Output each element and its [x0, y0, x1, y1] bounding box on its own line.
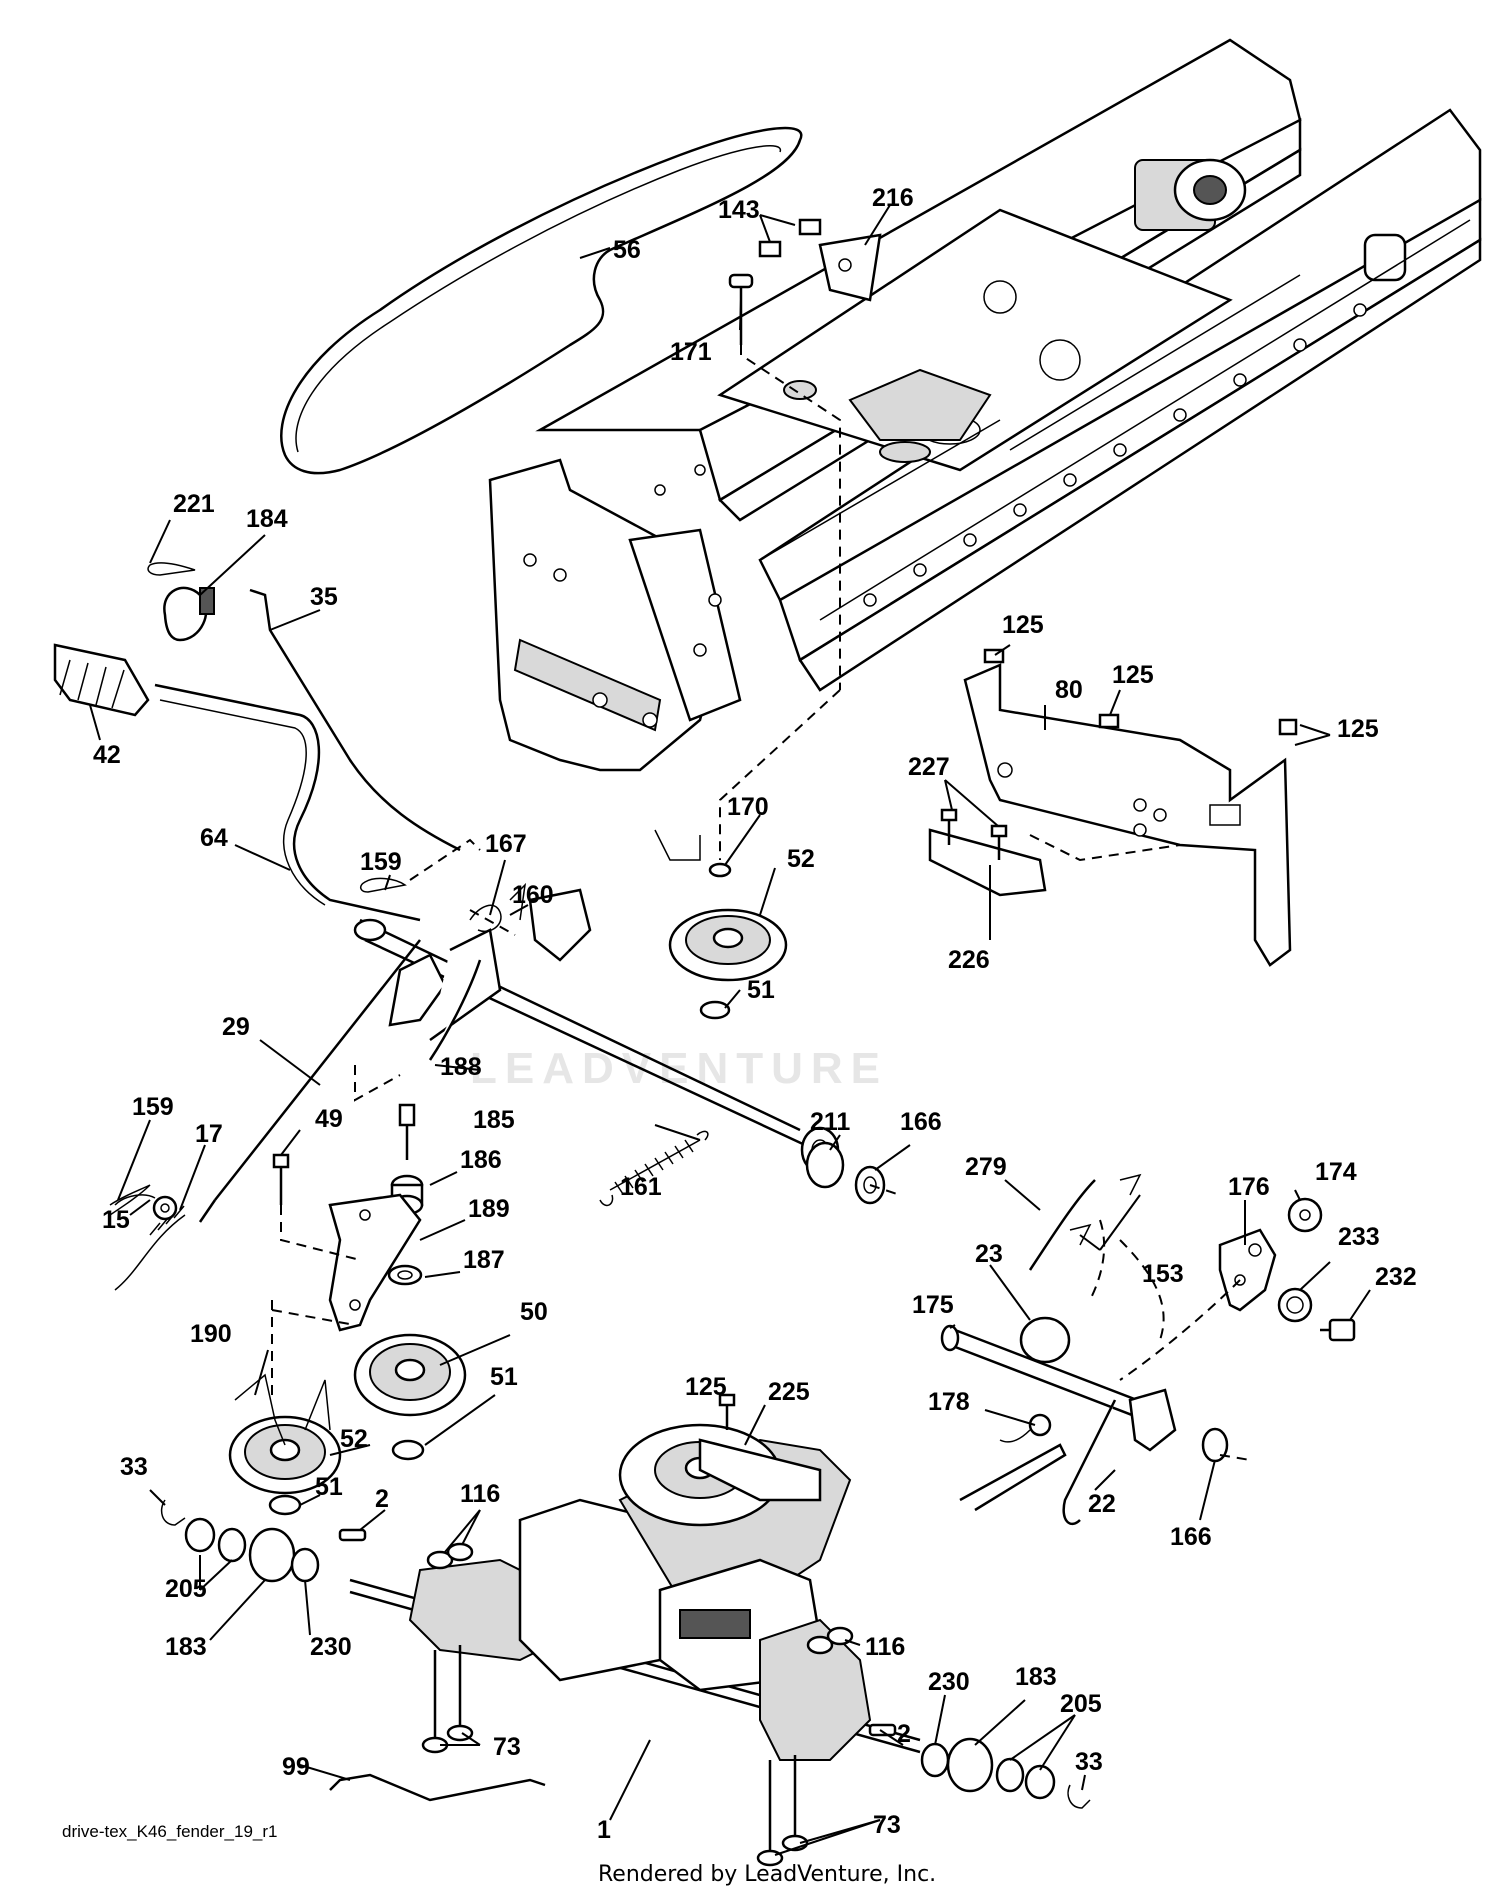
callout-17: 17: [195, 1120, 223, 1148]
callout-80: 80: [1055, 676, 1083, 704]
frame-assembly: [535, 38, 1482, 692]
callout-125-top: 125: [1002, 611, 1044, 639]
callout-99: 99: [282, 1753, 310, 1781]
callout-51-lower: 51: [315, 1473, 343, 1501]
callout-15: 15: [102, 1206, 130, 1234]
callout-125-right: 125: [1337, 715, 1379, 743]
transaxle-assembly: [329, 1393, 921, 1867]
callout-73-left: 73: [493, 1733, 521, 1761]
callout-184: 184: [246, 505, 288, 533]
callout-160: 160: [512, 881, 554, 909]
callout-279: 279: [965, 1153, 1007, 1181]
callout-216: 216: [872, 184, 914, 212]
callout-188: 188: [440, 1053, 482, 1081]
callout-159-top: 159: [360, 848, 402, 876]
callout-33-left: 33: [120, 1453, 148, 1481]
callout-205-right: 205: [1060, 1690, 1102, 1718]
callout-186: 186: [460, 1146, 502, 1174]
callout-230-right: 230: [928, 1668, 970, 1696]
callout-167: 167: [485, 830, 527, 858]
callout-221: 221: [173, 490, 215, 518]
callout-125-center: 125: [685, 1373, 727, 1401]
callout-labels: 56 143 216 171 221 184 35 42 64 159 167 …: [93, 184, 1417, 1844]
axle-hardware-left: [160, 1499, 367, 1583]
callout-50: 50: [520, 1298, 548, 1326]
leader-lines: [89, 204, 1371, 1856]
callout-73-right: 73: [873, 1811, 901, 1839]
callout-166-bottom: 166: [1170, 1523, 1212, 1551]
callout-185: 185: [473, 1106, 515, 1134]
callout-161: 161: [620, 1173, 662, 1201]
idler-assembly: [228, 1103, 467, 1516]
callout-211: 211: [810, 1108, 850, 1136]
callout-178: 178: [928, 1388, 970, 1416]
callout-175: 175: [912, 1291, 954, 1319]
callout-35: 35: [310, 583, 338, 611]
callout-233: 233: [1338, 1223, 1380, 1251]
callout-125-mid: 125: [1112, 661, 1154, 689]
callout-183-left: 183: [165, 1633, 207, 1661]
callout-159-left: 159: [132, 1093, 174, 1121]
diagram-id-caption: drive-tex_K46_fender_19_r1: [62, 1822, 278, 1841]
callout-33-right: 33: [1075, 1748, 1103, 1776]
callout-42: 42: [93, 741, 121, 769]
callout-226: 226: [948, 946, 990, 974]
callout-64: 64: [200, 824, 228, 852]
callout-227: 227: [908, 753, 950, 781]
callout-22: 22: [1088, 1490, 1116, 1518]
render-credit: Rendered by LeadVenture, Inc.: [598, 1862, 937, 1887]
callout-166-top: 166: [900, 1108, 942, 1136]
callout-29: 29: [222, 1013, 250, 1041]
callout-49: 49: [315, 1105, 343, 1133]
callout-51-mid: 51: [490, 1363, 518, 1391]
callout-143: 143: [718, 196, 760, 224]
callout-2-right: 2: [897, 1720, 911, 1748]
rear-bracket-80: [928, 648, 1298, 967]
callout-1: 1: [597, 1816, 611, 1844]
callout-52-center: 52: [787, 845, 815, 873]
callout-230-left: 230: [310, 1633, 352, 1661]
callout-153: 153: [1142, 1260, 1184, 1288]
right-linkage: [940, 1173, 1356, 1526]
callout-23: 23: [975, 1240, 1003, 1268]
callout-116-right: 116: [865, 1633, 905, 1661]
center-pulley: [654, 829, 788, 1020]
front-bracket-plate: [488, 458, 742, 772]
callout-2-left: 2: [375, 1485, 389, 1513]
callout-232: 232: [1375, 1263, 1417, 1291]
callout-56: 56: [613, 236, 641, 264]
callout-171: 171: [670, 338, 712, 366]
callout-51-center: 51: [747, 976, 775, 1004]
callout-190: 190: [190, 1320, 232, 1348]
callout-225: 225: [768, 1378, 810, 1406]
axle-hardware-right: [868, 1723, 1091, 1809]
callout-176: 176: [1228, 1173, 1270, 1201]
callout-187: 187: [463, 1246, 505, 1274]
callout-116-left: 116: [460, 1480, 500, 1508]
callout-170: 170: [727, 793, 769, 821]
callout-205-left: 205: [165, 1575, 207, 1603]
drive-belt: [280, 126, 803, 475]
callout-183-right: 183: [1015, 1663, 1057, 1691]
reference-lines: [271, 345, 1251, 1461]
callout-52-lower: 52: [340, 1425, 368, 1453]
callout-174: 174: [1315, 1158, 1357, 1186]
top-hardware: [728, 218, 882, 345]
callout-189: 189: [468, 1195, 510, 1223]
